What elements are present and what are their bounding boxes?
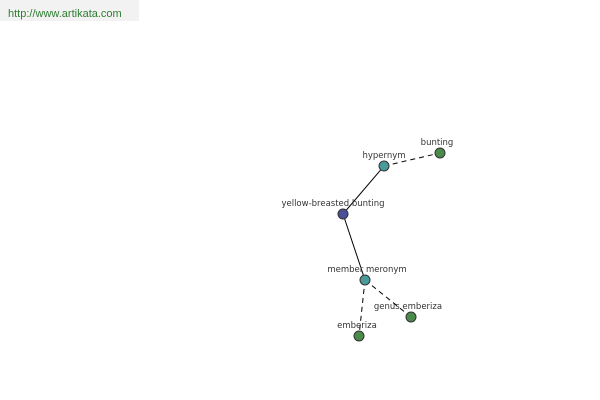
node-hypernym[interactable] xyxy=(378,160,390,172)
label-bunting: bunting xyxy=(421,138,454,148)
label-member-meronym: member meronym xyxy=(327,265,406,275)
edge-hypernym-bunting xyxy=(383,152,441,167)
edge-center-member-meronym xyxy=(342,213,366,281)
label-emberiza: emberiza xyxy=(337,321,377,331)
node-emberiza[interactable] xyxy=(353,330,365,342)
source-link-bar: http://www.artikata.com xyxy=(0,0,139,21)
source-link[interactable]: http://www.artikata.com xyxy=(8,8,122,20)
label-hypernym: hypernym xyxy=(362,151,405,161)
node-bunting[interactable] xyxy=(434,147,446,159)
edge-center-hypernym xyxy=(342,165,385,215)
node-genus-emberiza[interactable] xyxy=(405,311,417,323)
edge-member-meronym-genus-emberiza xyxy=(364,279,412,318)
label-genus-emberiza: genus emberiza xyxy=(374,302,442,312)
label-yellow-breasted-bunting: yellow-breasted bunting xyxy=(281,199,384,209)
node-member-meronym[interactable] xyxy=(359,274,371,286)
node-yellow-breasted-bunting[interactable] xyxy=(337,208,349,220)
edge-member-meronym-emberiza xyxy=(358,279,366,337)
